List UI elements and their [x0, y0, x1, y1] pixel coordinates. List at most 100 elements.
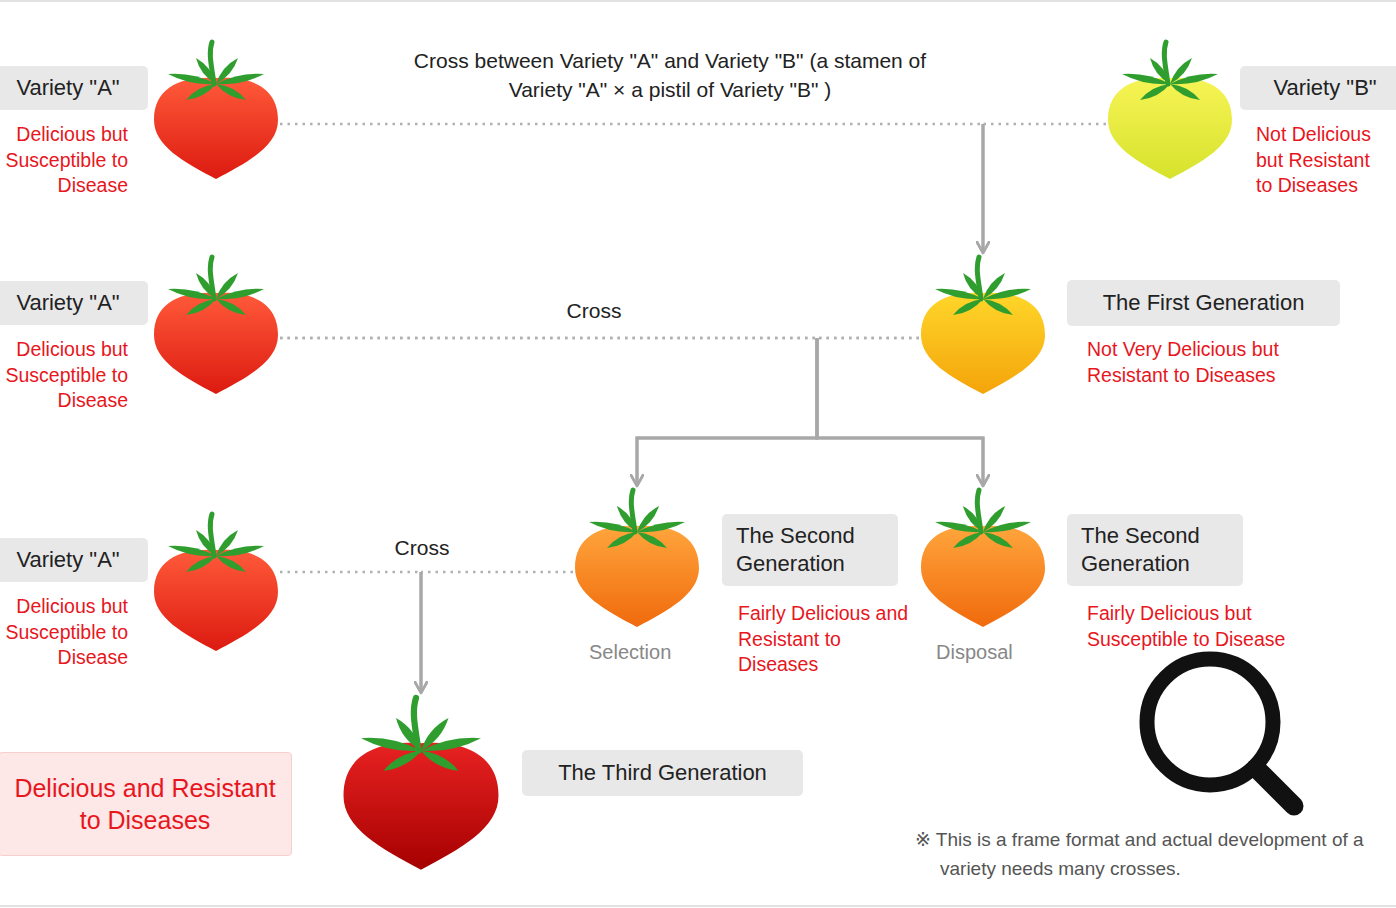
label-pill: Variety "A"	[0, 66, 148, 110]
offspring-arrow	[637, 338, 817, 486]
dotted-cross-line	[280, 123, 983, 126]
tomato-leaf	[953, 532, 983, 548]
variety-name: Variety "B"	[1273, 74, 1376, 102]
trait-text: Delicious but Susceptible to Disease	[6, 338, 129, 411]
tomato-leaf	[196, 58, 216, 84]
tomato-leaf	[216, 556, 246, 572]
tomato-node: Variety "A"Delicious but Susceptible to …	[152, 38, 280, 180]
trait-text: Fairly Delicious but Susceptible to Dise…	[1087, 602, 1285, 650]
tomato-shape	[152, 38, 280, 180]
tomato-shape	[573, 486, 701, 628]
label-pill: Variety "B"	[1240, 66, 1396, 110]
trait-text: Delicious but Susceptible to Disease	[6, 123, 129, 196]
label-pill: The Third Generation	[522, 750, 803, 796]
offspring-arrow	[982, 124, 985, 253]
cross-connector	[983, 124, 1106, 253]
result-box: Delicious and Resistant to Diseases	[0, 752, 292, 856]
tomato-leaf	[186, 556, 216, 572]
tomato-leaf	[196, 530, 216, 556]
offspring-arrow	[637, 338, 817, 486]
tomato-leaf	[983, 289, 1031, 300]
tomato-leaf	[963, 273, 983, 299]
cross-connector	[280, 338, 817, 486]
trait-text: Not Very Delicious but Resistant to Dise…	[1087, 338, 1279, 386]
dotted-cross-line	[280, 337, 817, 340]
dotted-cross-line	[983, 123, 1106, 126]
footnote: ※ This is a frame format and actual deve…	[915, 825, 1391, 883]
tomato-leaf	[1150, 58, 1170, 84]
trait-text: Not Delicious but Resistant to Diseases	[1256, 123, 1371, 196]
magnifier-icon	[1147, 659, 1294, 806]
tomato-shape	[919, 253, 1047, 395]
offspring-arrow	[420, 572, 423, 693]
tomato-leaf	[396, 718, 421, 751]
cross-connector	[280, 124, 983, 253]
offspring-arrow	[982, 124, 985, 253]
tomato-leaf	[983, 522, 1031, 533]
tomato-leaf	[216, 289, 264, 300]
tomato-leaf	[216, 546, 264, 557]
tomato-leaf	[421, 751, 459, 771]
variety-name: Variety "A"	[16, 74, 119, 102]
cross-label: Cross	[544, 296, 644, 325]
result-text: Delicious and Resistant to Diseases	[11, 772, 279, 836]
frame-line	[0, 0, 1396, 2]
tomato-body	[1108, 78, 1232, 179]
tomato-shape	[919, 486, 1047, 628]
tomato-node: The Third Generation	[341, 693, 501, 871]
dotted-cross-line	[817, 337, 919, 340]
variety-name: Variety "A"	[16, 546, 119, 574]
tomato-shape	[1106, 38, 1234, 180]
cross-connector	[637, 338, 919, 486]
label-pill: Variety "A"	[0, 281, 148, 325]
tomato-leaf	[1140, 84, 1170, 100]
trait-text-block: Fairly Delicious and Resistant to Diseas…	[738, 601, 910, 678]
tomato-leaf	[186, 84, 216, 100]
tomato-leaf	[953, 299, 983, 315]
tomato-leaf	[216, 299, 246, 315]
tomato-leaf	[637, 532, 667, 548]
dotted-cross-line	[421, 571, 573, 574]
tomato-leaf	[963, 506, 983, 532]
label-pill: Variety "A"	[0, 538, 148, 582]
tomato-body	[154, 293, 278, 394]
tomato-leaf	[1170, 84, 1200, 100]
dotted-cross-line	[817, 337, 919, 340]
tomato-leaf	[216, 84, 246, 100]
label-pill: The Second Generation	[1067, 514, 1243, 586]
step-label: Disposal	[936, 637, 1056, 667]
trait-text: Fairly Delicious and Resistant to Diseas…	[738, 602, 908, 675]
dotted-cross-line	[280, 571, 421, 574]
trait-text-block: Fairly Delicious but Susceptible to Dise…	[1087, 601, 1357, 652]
trait-text-block: Delicious but Susceptible to Disease	[0, 594, 128, 671]
variety-name: The Second Generation	[1081, 522, 1229, 578]
tomato-leaf	[617, 506, 637, 532]
tomato-body	[921, 293, 1045, 394]
tomato-leaf	[384, 751, 422, 771]
tomato-leaf	[1170, 74, 1218, 85]
tomato-shape	[152, 253, 280, 395]
tomato-body	[154, 78, 278, 179]
cross-connector	[280, 572, 421, 693]
tomato-leaf	[983, 299, 1013, 315]
dotted-cross-line	[280, 337, 817, 340]
trait-text-block: Not Very Delicious but Resistant to Dise…	[1087, 337, 1349, 388]
tomato-leaf	[637, 522, 685, 533]
tomato-node: The Second GenerationFairly Delicious an…	[573, 486, 701, 628]
variety-name: Variety "A"	[16, 289, 119, 317]
label-pill: The First Generation	[1067, 280, 1340, 326]
tomato-shape	[341, 693, 501, 871]
frame-line	[0, 905, 1396, 907]
tomato-leaf	[186, 299, 216, 315]
tomato-leaf	[983, 532, 1013, 548]
cross-label: Cross between Variety "A" and Variety "B…	[390, 46, 950, 104]
tomato-leaf	[216, 74, 264, 85]
trait-text-block: Delicious but Susceptible to Disease	[0, 122, 128, 199]
tomato-node: Variety "A"Delicious but Susceptible to …	[152, 253, 280, 395]
cross-label: Cross	[372, 533, 472, 562]
trait-text-block: Delicious but Susceptible to Disease	[0, 337, 128, 414]
cross-connector	[280, 338, 983, 486]
tomato-node: Variety "A"Delicious but Susceptible to …	[152, 510, 280, 652]
offspring-arrow	[420, 572, 423, 693]
